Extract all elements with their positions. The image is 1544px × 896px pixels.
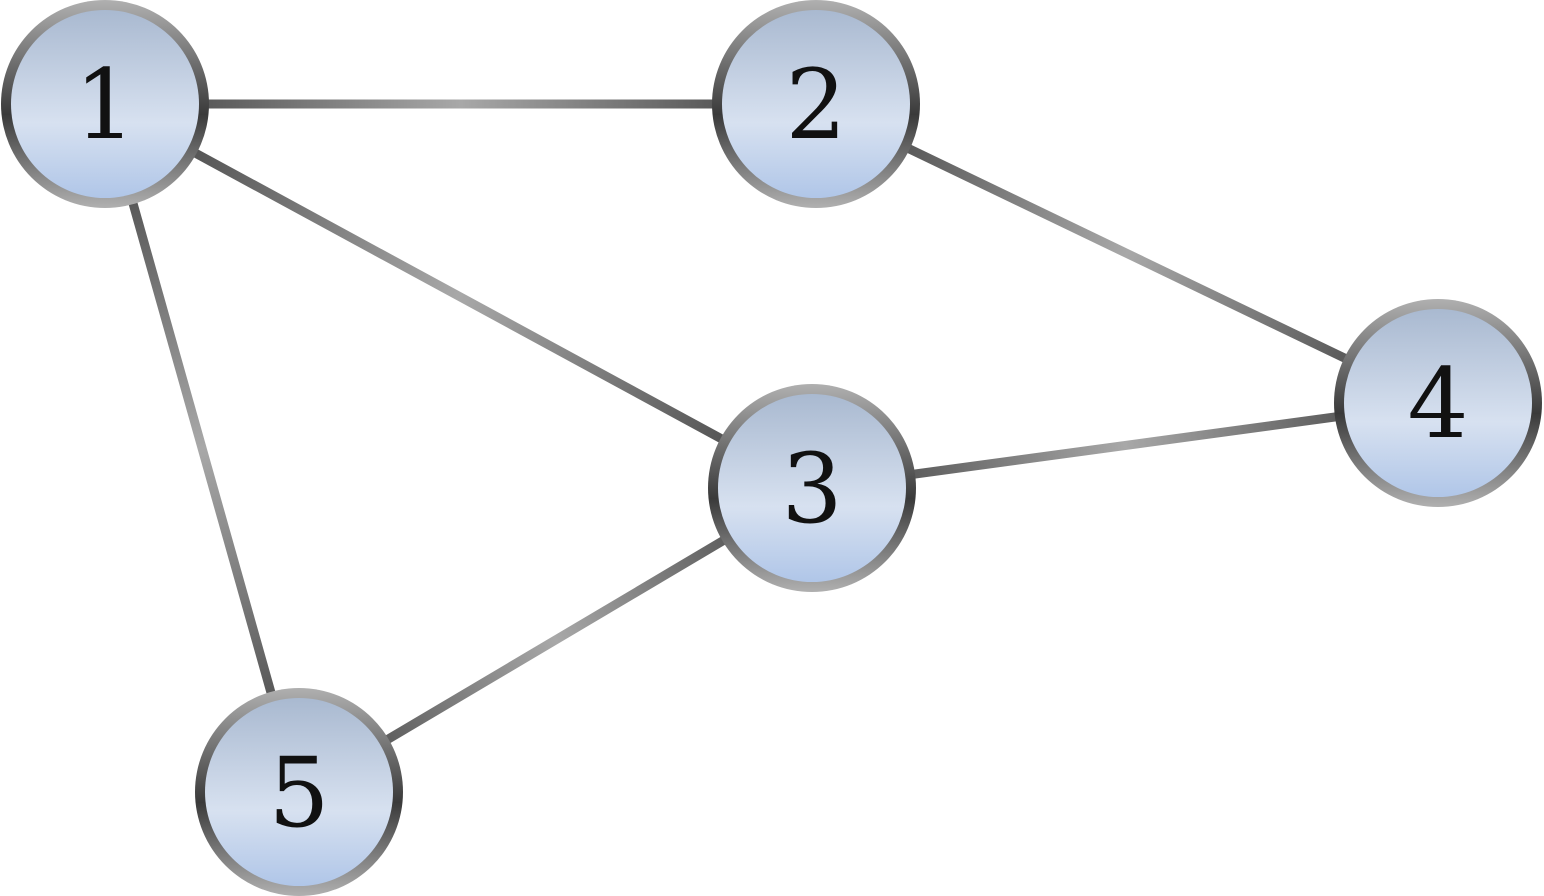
node-3-fill — [718, 394, 906, 582]
node-1: 1 — [1, 0, 209, 208]
node-5-label: 5 — [268, 737, 329, 849]
node-5-fill — [205, 698, 393, 886]
edge-1-3 — [102, 100, 815, 492]
node-3-label: 3 — [781, 433, 842, 545]
node-4-fill — [1344, 309, 1532, 497]
node-4-label: 4 — [1407, 348, 1468, 460]
node-2: 2 — [712, 0, 920, 208]
node-3: 3 — [708, 384, 916, 592]
node-4: 4 — [1334, 299, 1542, 507]
edge-3-4 — [811, 398, 1439, 493]
edge-1-5 — [100, 102, 304, 794]
node-5: 5 — [195, 688, 403, 896]
node-1-fill — [11, 10, 199, 198]
node-2-label: 2 — [785, 49, 846, 161]
edge-2-4 — [814, 99, 1440, 408]
node-1-label: 1 — [74, 49, 135, 161]
node-2-fill — [722, 10, 910, 198]
